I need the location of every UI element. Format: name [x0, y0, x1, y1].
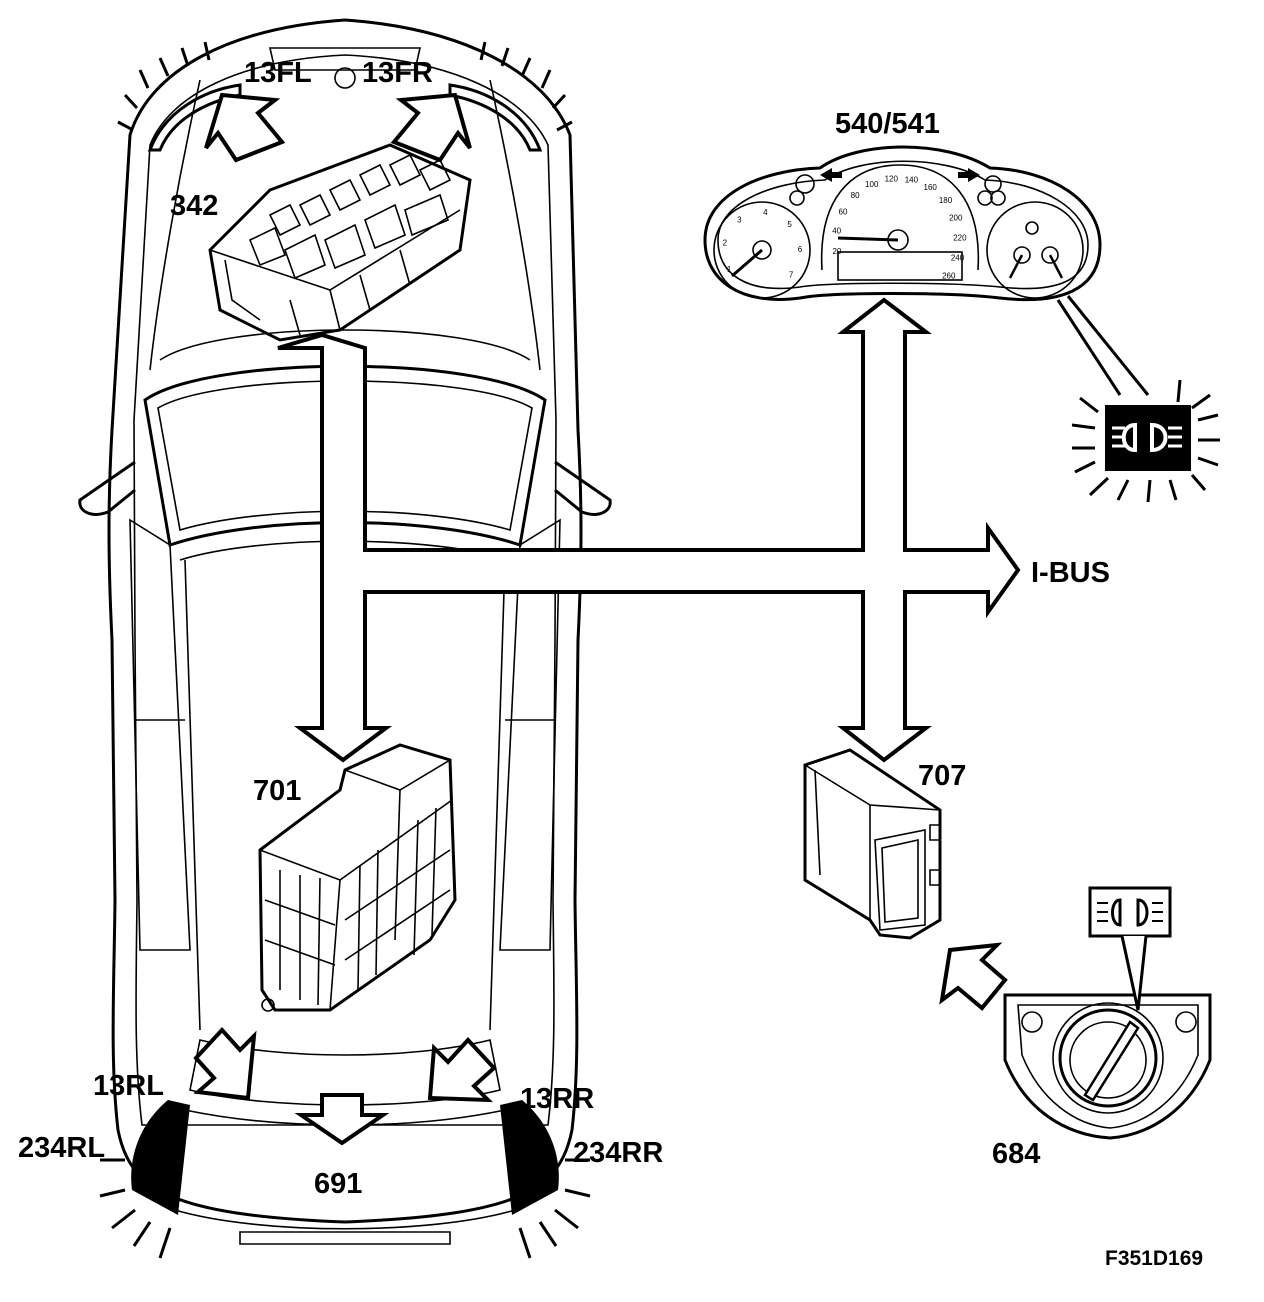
speed-tick-240: 240: [951, 253, 965, 262]
speed-tick-260: 260: [942, 272, 956, 281]
tacho-tick-2: 2: [723, 238, 728, 247]
speed-tick-200: 200: [949, 214, 963, 223]
switch-to-module-arrow: [939, 942, 1008, 1011]
label-691: 691: [314, 1168, 362, 1200]
car-outline: [78, 18, 612, 1245]
label-234rr: 234RR: [573, 1137, 663, 1169]
tacho-tick-4: 4: [763, 208, 768, 217]
label-707: 707: [918, 760, 966, 792]
rear-lamp-glow: [99, 1158, 591, 1259]
light-switch-684: [1003, 886, 1212, 1140]
rear-right-lamp-black: [500, 1100, 559, 1215]
fog-front-icon: [1021, 1011, 1043, 1033]
label-342: 342: [170, 190, 218, 222]
front-lamp-glow: [117, 41, 573, 132]
rear-fuse-box-701: [258, 743, 457, 1012]
speed-tick-40: 40: [832, 227, 841, 236]
label-ibus: I-BUS: [1031, 557, 1110, 589]
label-540-541: 540/541: [835, 108, 940, 140]
speed-tick-80: 80: [851, 191, 860, 200]
label-13fl: 13FL: [244, 57, 312, 89]
center-brake-arrow: [294, 1093, 390, 1146]
fog-rear-icon: [1175, 1011, 1197, 1033]
warning-icon-glow: [1071, 379, 1220, 503]
front-right-arrow: [390, 92, 472, 163]
label-684: 684: [992, 1138, 1040, 1170]
tachometer-ticks: 1 2 3 4 5 6 7: [723, 208, 803, 279]
tacho-tick-7: 7: [789, 270, 794, 279]
turn-right-icon: [958, 168, 980, 182]
speed-tick-100: 100: [865, 180, 879, 189]
engine-fuse-box-342: [208, 143, 472, 342]
tacho-tick-1: 1: [727, 265, 732, 274]
rear-right-arrow: [427, 1037, 497, 1103]
speed-tick-160: 160: [924, 183, 938, 192]
speed-tick-120: 120: [885, 174, 899, 183]
headlight-warning-icon: [1105, 405, 1191, 471]
label-234rl: 234RL: [18, 1132, 105, 1164]
headlight-indicator-icon: [795, 174, 815, 194]
foglight-indicator-icon: [789, 190, 805, 206]
ibus-arrow-network: [277, 297, 1021, 763]
rear-left-lamp-black: [131, 1100, 190, 1215]
figure-id: F351D169: [1105, 1247, 1203, 1270]
turn-left-icon: [820, 168, 842, 182]
label-13rr: 13RR: [520, 1083, 594, 1115]
light-module-707: [803, 748, 942, 940]
rear-left-arrow: [193, 1027, 257, 1101]
speed-tick-60: 60: [839, 207, 848, 216]
speed-tick-180: 180: [939, 196, 953, 205]
front-left-arrow: [204, 92, 286, 163]
tacho-tick-3: 3: [737, 216, 742, 225]
label-13fr: 13FR: [362, 57, 433, 89]
speed-tick-20: 20: [832, 247, 841, 256]
speed-tick-220: 220: [953, 233, 967, 242]
tacho-tick-6: 6: [798, 245, 803, 254]
tacho-tick-5: 5: [787, 220, 792, 229]
label-13rl: 13RL: [93, 1070, 164, 1102]
label-701: 701: [253, 775, 301, 807]
speed-tick-140: 140: [905, 176, 919, 185]
